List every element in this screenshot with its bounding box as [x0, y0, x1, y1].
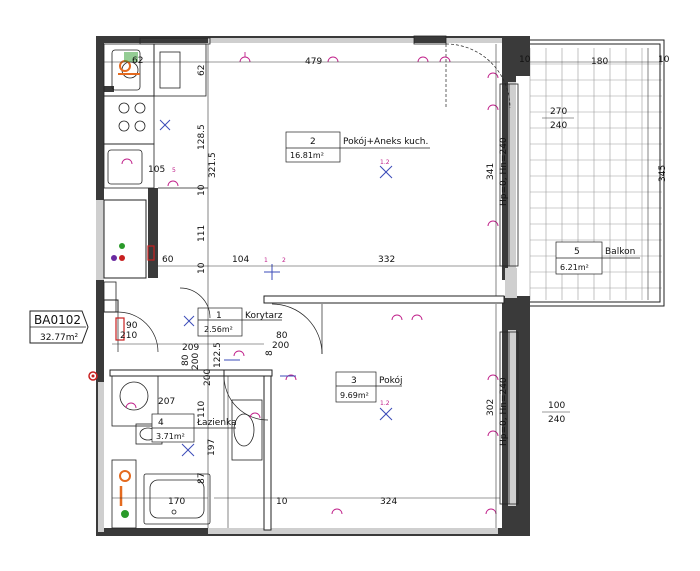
room-3-area: 9.69m²: [340, 391, 369, 400]
dim-200b: 200: [191, 353, 201, 370]
dim-10c: 10: [276, 497, 288, 507]
dim-324: 324: [380, 497, 397, 507]
dim-321-5: 321.5: [208, 152, 218, 178]
dim-200a: 200: [272, 341, 289, 351]
dim-197: 197: [207, 439, 217, 456]
window1-hp: Hp=0, Hn=240: [499, 137, 509, 206]
marker-2: 2: [282, 257, 286, 264]
marker-5: 5: [172, 167, 176, 174]
room-2-name: Pokój+Aneks kuch.: [343, 136, 428, 147]
room-4-area: 3.71m²: [156, 432, 185, 441]
marker-1: 1: [264, 257, 268, 264]
dim-341: 341: [486, 163, 496, 180]
room-labels: 2 Pokój+Aneks kuch. 16.81m² 1 Korytarz 2…: [151, 131, 640, 443]
window1-width: 270: [550, 107, 567, 117]
dim-top-10b: 10: [658, 55, 670, 65]
dim-128-5: 128.5: [197, 124, 207, 150]
unit-area: 32.77m²: [40, 333, 79, 343]
door-swings: [117, 43, 511, 421]
walls: [96, 36, 530, 536]
kitchen-fixtures: [103, 43, 208, 313]
room-2-area: 16.81m²: [290, 151, 324, 160]
dimension-labels: 479 180 10 10 62 62 128.5 321.5 105 10 1…: [120, 55, 670, 507]
marker-1-2-b: 1.2: [380, 400, 390, 407]
circuit-markers: 1.2 1.2 1 2 5: [172, 159, 390, 407]
dim-80b: 80: [181, 354, 191, 366]
window2-width: 100: [548, 401, 565, 411]
ceiling-lights: [159, 119, 393, 457]
room-5-number: 5: [574, 247, 580, 257]
dim-479: 479: [305, 57, 322, 67]
dim-10a: 10: [197, 184, 207, 196]
windows: [139, 35, 519, 505]
balcony-tile-grid: [529, 48, 662, 300]
room-1-name: Korytarz: [245, 311, 283, 321]
marker-1-2: 1.2: [380, 159, 390, 166]
window1-height: 240: [550, 121, 567, 131]
dim-210: 210: [120, 331, 137, 341]
dim-104: 104: [232, 255, 249, 265]
dim-60: 60: [162, 255, 174, 265]
room-3-name: Pokój: [379, 375, 403, 386]
dim-207: 207: [158, 397, 175, 407]
dim-62a: 62: [132, 56, 143, 66]
dim-110: 110: [197, 401, 207, 418]
dimension-lines: [104, 44, 662, 528]
dim-62b: 62: [197, 65, 207, 76]
room-2-number: 2: [310, 137, 316, 147]
dim-200c: 200: [203, 369, 213, 386]
dim-90: 90: [126, 321, 138, 331]
room-3-number: 3: [351, 376, 357, 386]
balcony-railing: [528, 39, 665, 307]
dim-8: 8: [265, 350, 275, 356]
bathroom-fixtures: [111, 375, 263, 529]
room-1-area: 2.56m²: [204, 325, 233, 334]
dim-209: 209: [182, 343, 199, 353]
wall-fill-grey: [96, 38, 517, 534]
dim-105: 105: [148, 165, 165, 175]
dim-170: 170: [168, 497, 185, 507]
dim-332: 332: [378, 255, 395, 265]
window2-height: 240: [548, 415, 565, 425]
dim-180: 180: [591, 57, 608, 67]
window2-hp: Hp=0, Hn=240: [499, 377, 509, 446]
room-4-name: Łazienka: [196, 418, 237, 428]
utility-symbols: [88, 52, 155, 518]
dim-302: 302: [486, 399, 496, 416]
room-4-number: 4: [158, 418, 164, 428]
unit-tag: BA0102 32.77m²: [29, 310, 89, 344]
room-1-number: 1: [216, 311, 222, 321]
dim-top-10a: 10: [519, 55, 531, 65]
dim-111: 111: [197, 225, 207, 242]
room-5-name: Balkon: [605, 247, 635, 257]
electrical-symbols: [121, 52, 499, 515]
dim-80a: 80: [276, 331, 288, 341]
dim-87: 87: [197, 473, 207, 484]
dim-10b: 10: [197, 262, 207, 274]
unit-code: BA0102: [34, 313, 81, 327]
dim-345: 345: [658, 165, 668, 182]
room-5-area: 6.21m²: [560, 263, 589, 272]
dim-122-5: 122.5: [213, 342, 223, 368]
partitions: [103, 199, 505, 531]
